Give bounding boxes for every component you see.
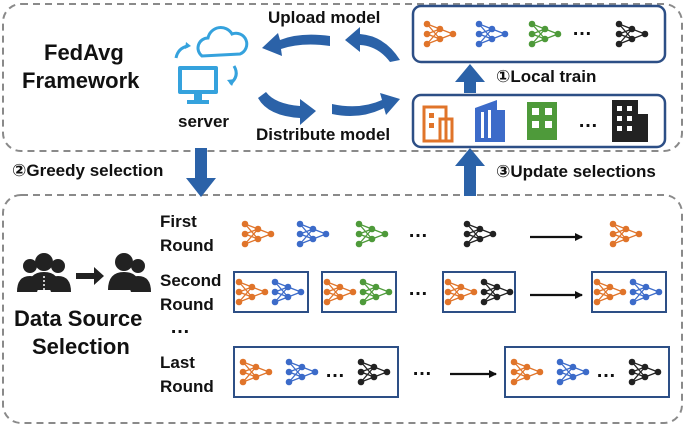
ellipsis: … xyxy=(408,220,428,242)
arrow-icon xyxy=(76,267,104,285)
model-group-box xyxy=(321,271,397,313)
client-models-box xyxy=(411,4,667,64)
ellipsis: … xyxy=(408,278,428,300)
neural-net-icon xyxy=(241,220,275,248)
upload-arrow-icon xyxy=(262,27,400,62)
building-icon xyxy=(527,102,557,140)
ellipsis: … xyxy=(412,358,432,380)
model-group-box xyxy=(233,271,309,313)
people-icon xyxy=(108,253,151,292)
selection-title-line1: Data Source xyxy=(14,306,143,331)
building-icon xyxy=(475,100,505,142)
distribute-model-label: Distribute model xyxy=(256,125,391,144)
round-label-last-2: Round xyxy=(160,377,214,396)
cloud-server-icon xyxy=(174,26,249,104)
neural-net-icon xyxy=(296,220,330,248)
round-label-second-2: Round xyxy=(160,295,214,314)
model-group-box xyxy=(591,271,667,313)
neural-net-icon xyxy=(355,220,389,248)
neural-net-icon xyxy=(463,220,497,248)
framework-title-line1: FedAvg xyxy=(44,40,124,65)
people-icon xyxy=(17,253,71,292)
round-label-first: First xyxy=(160,212,197,231)
round-label-second: Second xyxy=(160,271,222,290)
ellipsis: … xyxy=(572,18,592,40)
neural-net-icon xyxy=(609,220,643,248)
framework-title-line2: Framework xyxy=(22,68,140,93)
update-selection-arrow xyxy=(455,148,485,196)
local-train-label: ①Local train xyxy=(496,67,597,86)
fedavg-panel xyxy=(2,3,683,152)
selection-title-line2: Selection xyxy=(32,334,130,359)
update-selection-label: ③Update selections xyxy=(496,162,656,181)
building-icon xyxy=(422,105,454,143)
round-label-last: Last xyxy=(160,353,195,372)
model-group-box xyxy=(442,271,516,313)
server-label: server xyxy=(178,112,230,131)
local-train-arrow xyxy=(455,64,485,93)
distribute-arrow-icon xyxy=(258,92,400,125)
round-ellipsis: … xyxy=(170,316,190,338)
ellipsis: … xyxy=(578,110,598,132)
upload-model-label: Upload model xyxy=(268,8,381,27)
building-icon xyxy=(612,100,648,142)
ellipsis: … xyxy=(596,360,616,382)
greedy-selection-label: ②Greedy selection xyxy=(12,161,164,180)
selection-panel xyxy=(2,194,683,424)
round-label-first-2: Round xyxy=(160,236,214,255)
greedy-selection-arrow xyxy=(186,148,216,197)
ellipsis: … xyxy=(325,360,345,382)
